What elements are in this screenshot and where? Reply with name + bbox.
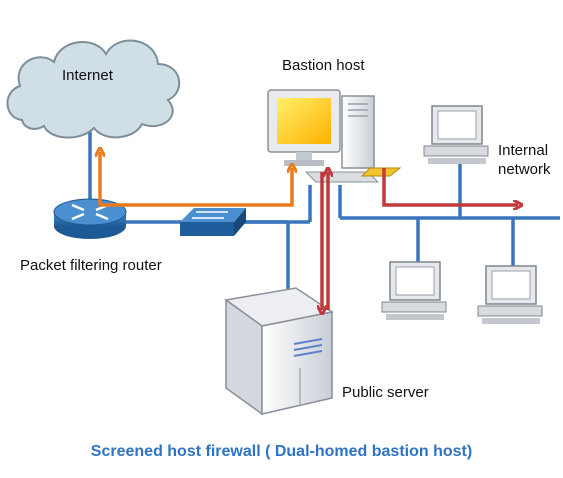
- internal-network-label-line2: network: [498, 161, 551, 178]
- cloud-icon: [6, 39, 181, 139]
- public-server-label: Public server: [342, 384, 429, 401]
- bastion-host-label: Bastion host: [282, 57, 365, 74]
- workstation-icon: [423, 105, 489, 164]
- diagram-caption: Screened host firewall ( Dual-homed bast…: [90, 443, 473, 460]
- bastion-computer-icon: [267, 89, 402, 183]
- internal-network-label-line1: Internal: [498, 142, 549, 159]
- workstation-icon: [381, 261, 447, 320]
- workstation-icon: [477, 265, 543, 324]
- server-icon: [224, 287, 334, 416]
- switch-icon: [180, 208, 246, 236]
- network-links: [88, 108, 560, 292]
- router-label: Packet filtering router: [20, 257, 162, 274]
- router-icon: [53, 198, 127, 239]
- internet-label: Internet: [62, 67, 113, 84]
- outbound-traffic-arrow: [100, 152, 292, 207]
- internal-traffic-arrow: [322, 168, 518, 310]
